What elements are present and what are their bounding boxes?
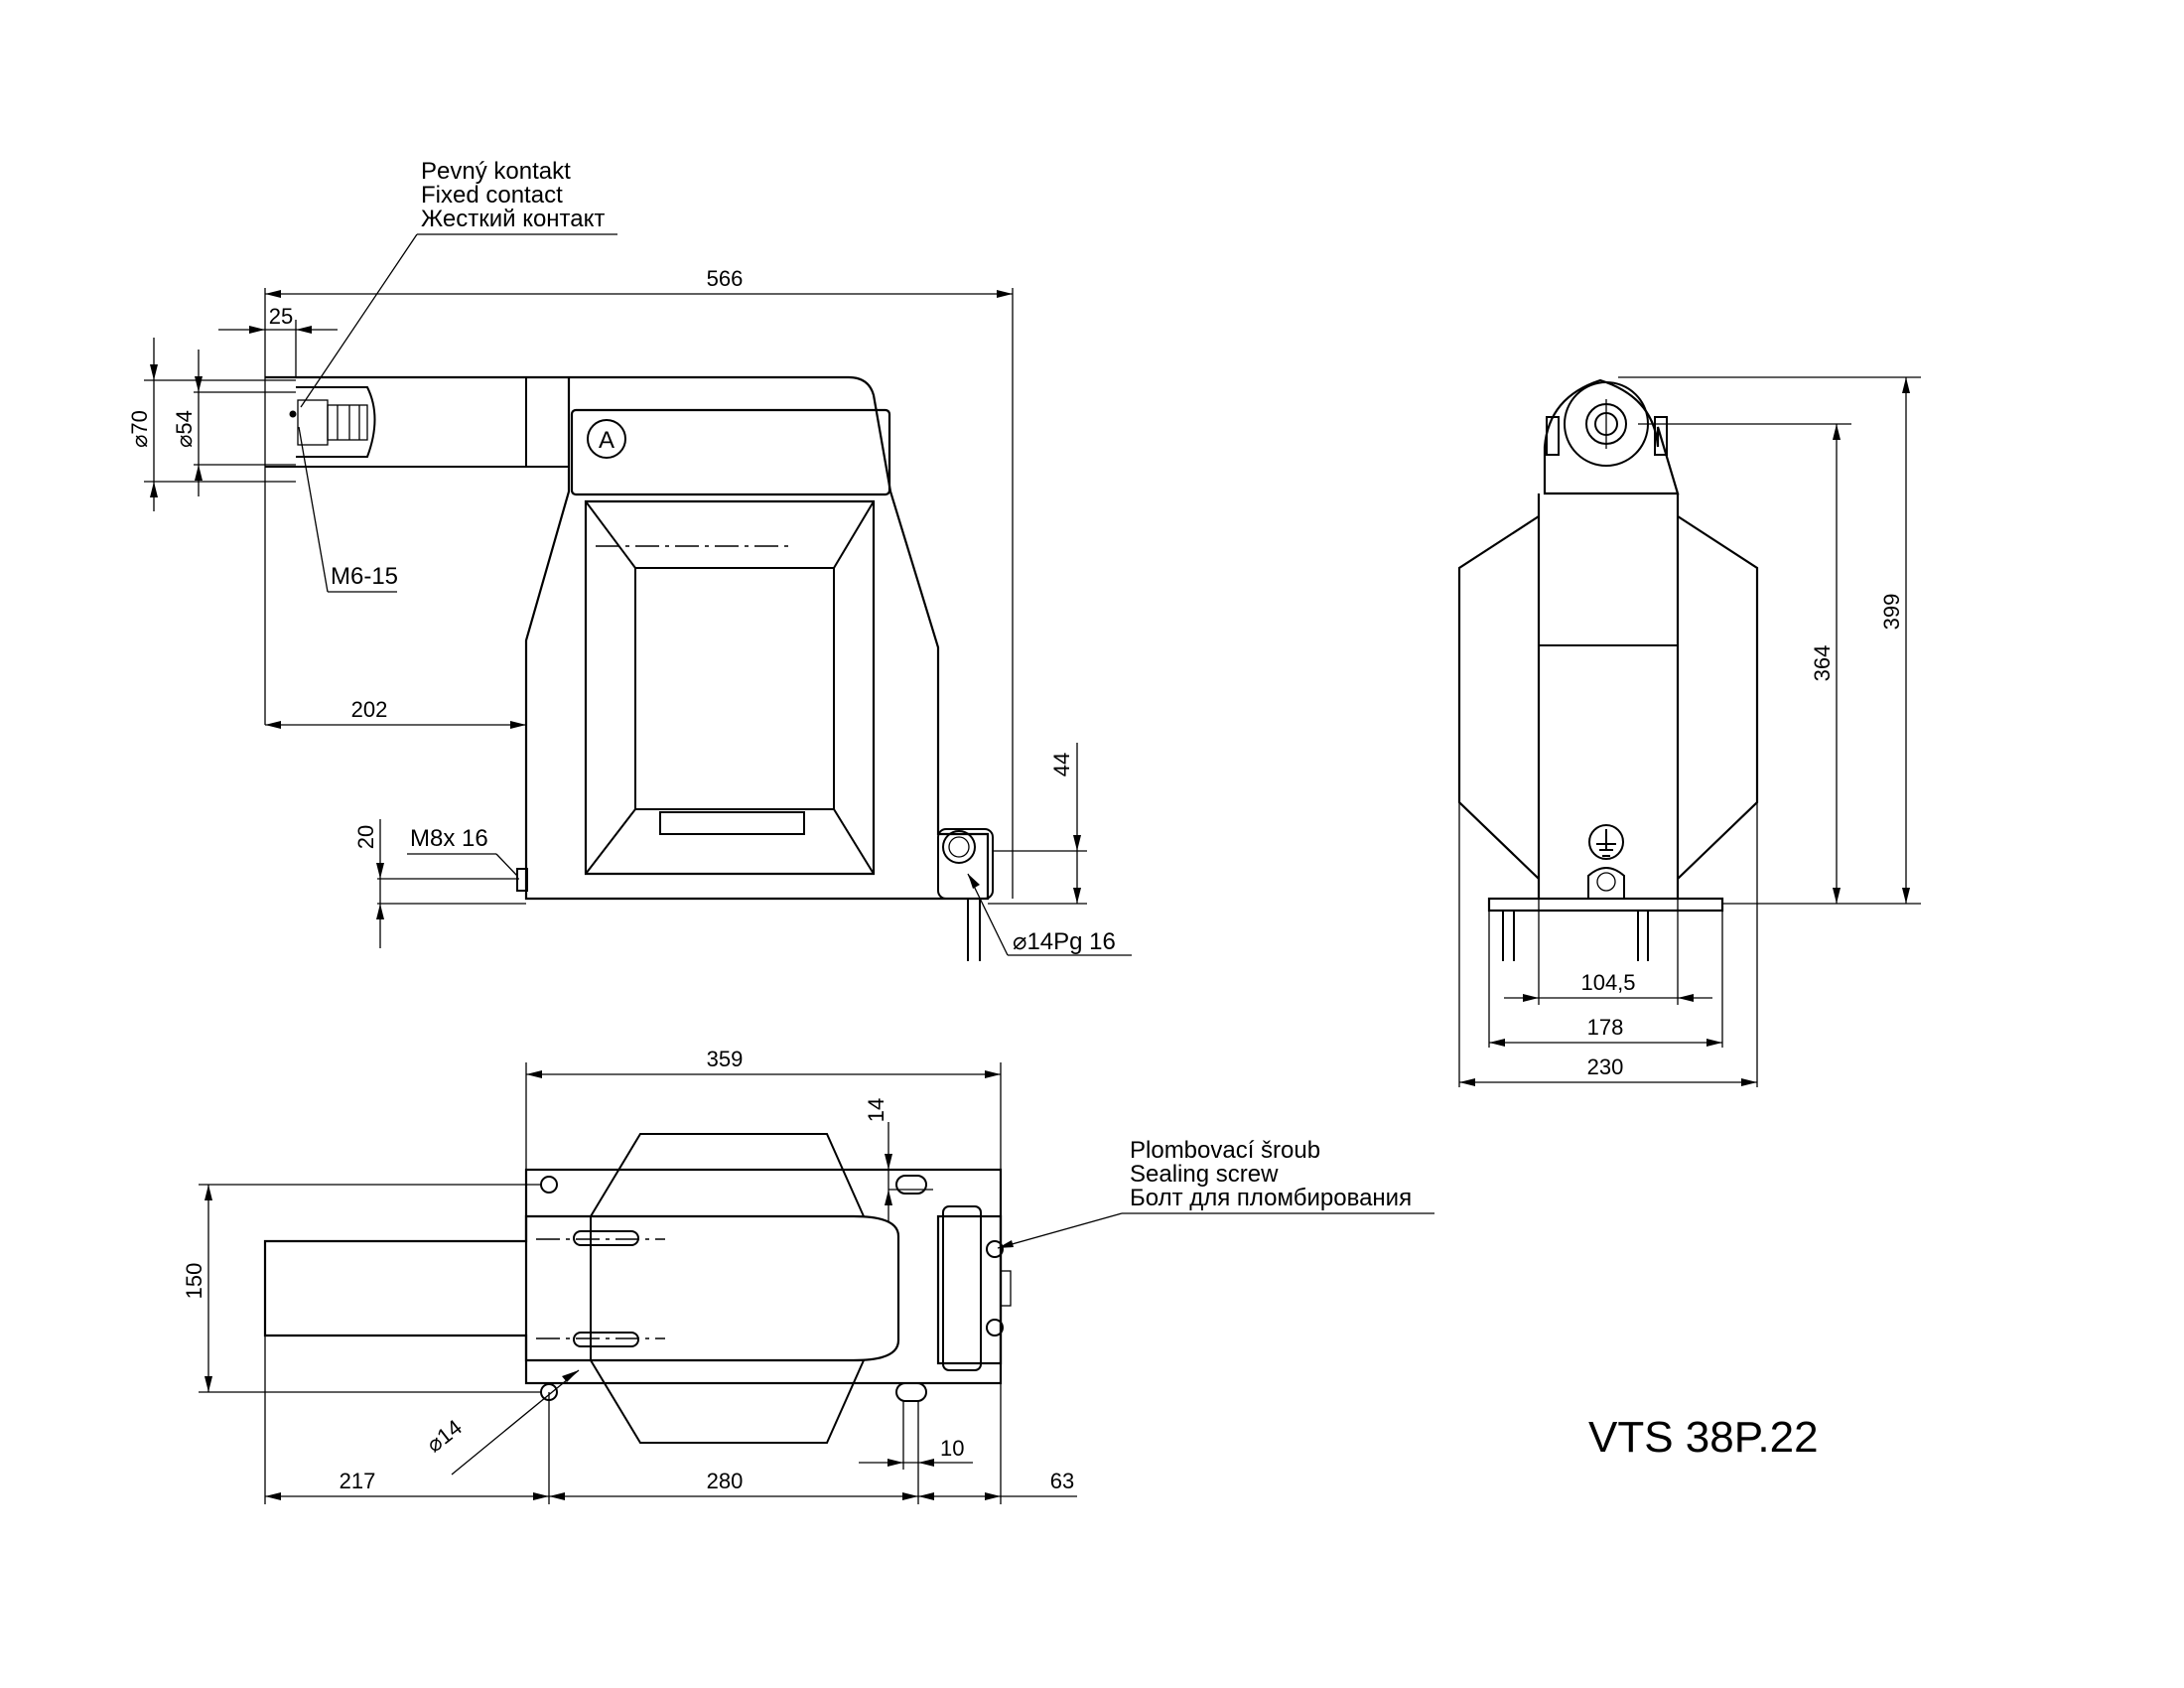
hole-dia-label: ⌀14 (422, 1415, 467, 1458)
dim-20: 20 (353, 825, 378, 849)
dim-104-5: 104,5 (1580, 970, 1635, 995)
thread-m8-label: M8x 16 (410, 825, 488, 852)
dim-dia-54: ⌀54 (172, 410, 197, 448)
front-callouts: Pevný kontakt Fixed contact Жесткий конт… (298, 158, 1132, 956)
terminal-a-label: A (599, 427, 614, 454)
dim-364: 364 (1810, 645, 1835, 682)
side-dimensions: 399 364 104,5 178 230 (1458, 376, 1921, 1087)
dim-230: 230 (1587, 1055, 1624, 1079)
dim-280: 280 (707, 1469, 744, 1493)
dim-150: 150 (182, 1263, 206, 1300)
top-dimensions: 359 14 150 217 280 63 (182, 1047, 1077, 1504)
front-view: A (265, 375, 994, 961)
dim-202: 202 (351, 697, 388, 722)
top-view (263, 1133, 1012, 1444)
thread-m6-label: M6-15 (331, 563, 398, 590)
dim-14: 14 (864, 1098, 888, 1122)
sealing-screw-label-cz: Plombovací šroub (1130, 1137, 1320, 1164)
fixed-contact-label-ru: Жесткий контакт (421, 206, 605, 232)
sealing-screw-label-ru: Болт для пломбирования (1130, 1185, 1412, 1211)
dim-399: 399 (1879, 594, 1904, 631)
dim-359: 359 (707, 1047, 744, 1071)
front-dimensions: 566 25 ⌀70 ⌀54 202 44 (127, 266, 1087, 948)
dim-217: 217 (340, 1469, 376, 1493)
dim-44: 44 (1049, 753, 1074, 776)
dim-dia-70: ⌀70 (127, 410, 152, 448)
gland-label: ⌀14Pg 16 (1013, 928, 1116, 955)
dim-25: 25 (269, 304, 293, 329)
fixed-contact-label-en: Fixed contact (421, 182, 563, 209)
side-view (1457, 378, 1759, 961)
dim-566: 566 (707, 266, 744, 291)
dim-63: 63 (1050, 1469, 1074, 1493)
dim-178: 178 (1587, 1015, 1624, 1040)
top-callouts: ⌀14 Plombovací šroub Sealing screw Болт … (422, 1137, 1434, 1476)
terminal-a-symbol (587, 419, 626, 459)
sealing-screw-label-en: Sealing screw (1130, 1161, 1279, 1188)
dim-10: 10 (940, 1436, 964, 1461)
fixed-contact-label-cz: Pevný kontakt (421, 158, 571, 185)
drawing-title: VTS 38P.22 (1588, 1413, 1819, 1462)
